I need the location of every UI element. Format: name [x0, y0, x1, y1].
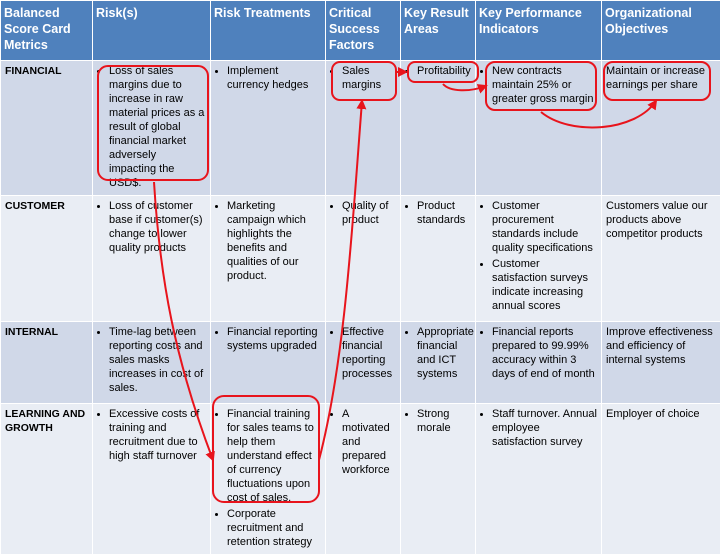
header-key-result-areas: Key Result Areas: [401, 1, 476, 61]
list-item: Corporate recruitment and retention stra…: [227, 507, 321, 549]
header-critical-success-factors: Critical Success Factors: [326, 1, 401, 61]
cell-objective: Customers value our products above compe…: [602, 196, 720, 322]
cell-kra: Profitability: [401, 61, 476, 196]
cell-kra: Appropriate financial and ICT systems: [401, 322, 476, 404]
list-item: Excessive costs of training and recruitm…: [109, 407, 206, 463]
table-row-customer: CUSTOMER Loss of customer base if custom…: [1, 196, 720, 322]
cell-treatments: Implement currency hedges: [211, 61, 326, 196]
cell-csf: Effective financial reporting processes: [326, 322, 401, 404]
objective-text: Maintain or increase earnings per share: [606, 64, 716, 92]
cell-risks: Loss of customer base if customer(s) cha…: [93, 196, 211, 322]
list-item: Appropriate financial and ICT systems: [417, 325, 471, 381]
list-item: Implement currency hedges: [227, 64, 321, 92]
header-metrics: Balanced Score Card Metrics: [1, 1, 93, 61]
list-item: Effective financial reporting processes: [342, 325, 396, 381]
list-item: A motivated and prepared workforce: [342, 407, 396, 477]
list-item: Financial reporting systems upgraded: [227, 325, 321, 353]
objective-text: Customers value our products above compe…: [606, 199, 716, 241]
cell-kpi: Customer procurement standards include q…: [476, 196, 602, 322]
cell-csf: Sales margins: [326, 61, 401, 196]
list-item: Loss of customer base if customer(s) cha…: [109, 199, 206, 255]
cell-kra: Product standards: [401, 196, 476, 322]
header-risk-treatments: Risk Treatments: [211, 1, 326, 61]
table-row-learning-growth: LEARNING AND GROWTH Excessive costs of t…: [1, 404, 720, 555]
cell-objective: Employer of choice: [602, 404, 720, 555]
list-item: Quality of product: [342, 199, 396, 227]
list-item: Financial training for sales teams to he…: [227, 407, 321, 505]
list-item: Customer procurement standards include q…: [492, 199, 597, 255]
cell-treatments: Financial reporting systems upgraded: [211, 322, 326, 404]
list-item: Loss of sales margins due to increase in…: [109, 64, 206, 190]
header-organizational-objectives: Organizational Objectives: [602, 1, 720, 61]
cell-kpi: New contracts maintain 25% or greater gr…: [476, 61, 602, 196]
table-row-internal: INTERNAL Time-lag between reporting cost…: [1, 322, 720, 404]
objective-text: Employer of choice: [606, 407, 716, 421]
cell-risks: Time-lag between reporting costs and sal…: [93, 322, 211, 404]
cell-kpi: Financial reports prepared to 99.99% acc…: [476, 322, 602, 404]
list-item: Profitability: [417, 64, 471, 78]
row-label-internal: INTERNAL: [1, 322, 93, 404]
cell-kra: Strong morale: [401, 404, 476, 555]
cell-kpi: Staff turnover. Annual employee satisfac…: [476, 404, 602, 555]
cell-risks: Excessive costs of training and recruitm…: [93, 404, 211, 555]
table-row-financial: FINANCIAL Loss of sales margins due to i…: [1, 61, 720, 196]
list-item: Product standards: [417, 199, 471, 227]
list-item: Financial reports prepared to 99.99% acc…: [492, 325, 597, 381]
list-item: Time-lag between reporting costs and sal…: [109, 325, 206, 395]
cell-treatments: Marketing campaign which highlights the …: [211, 196, 326, 322]
cell-objective: Improve effectiveness and efficiency of …: [602, 322, 720, 404]
header-risks: Risk(s): [93, 1, 211, 61]
list-item: Strong morale: [417, 407, 471, 435]
list-item: Sales margins: [342, 64, 396, 92]
cell-treatments: Financial training for sales teams to he…: [211, 404, 326, 555]
list-item: New contracts maintain 25% or greater gr…: [492, 64, 597, 106]
cell-csf: A motivated and prepared workforce: [326, 404, 401, 555]
list-item: Staff turnover. Annual employee satisfac…: [492, 407, 597, 449]
cell-objective: Maintain or increase earnings per share: [602, 61, 720, 196]
header-row: Balanced Score Card Metrics Risk(s) Risk…: [1, 1, 720, 61]
header-kpis: Key Performance Indicators: [476, 1, 602, 61]
list-item: Marketing campaign which highlights the …: [227, 199, 321, 283]
row-label-customer: CUSTOMER: [1, 196, 93, 322]
row-label-learning-growth: LEARNING AND GROWTH: [1, 404, 93, 555]
row-label-financial: FINANCIAL: [1, 61, 93, 196]
cell-csf: Quality of product: [326, 196, 401, 322]
objective-text: Improve effectiveness and efficiency of …: [606, 325, 716, 367]
cell-risks: Loss of sales margins due to increase in…: [93, 61, 211, 196]
list-item: Customer satisfaction surveys indicate i…: [492, 257, 597, 313]
